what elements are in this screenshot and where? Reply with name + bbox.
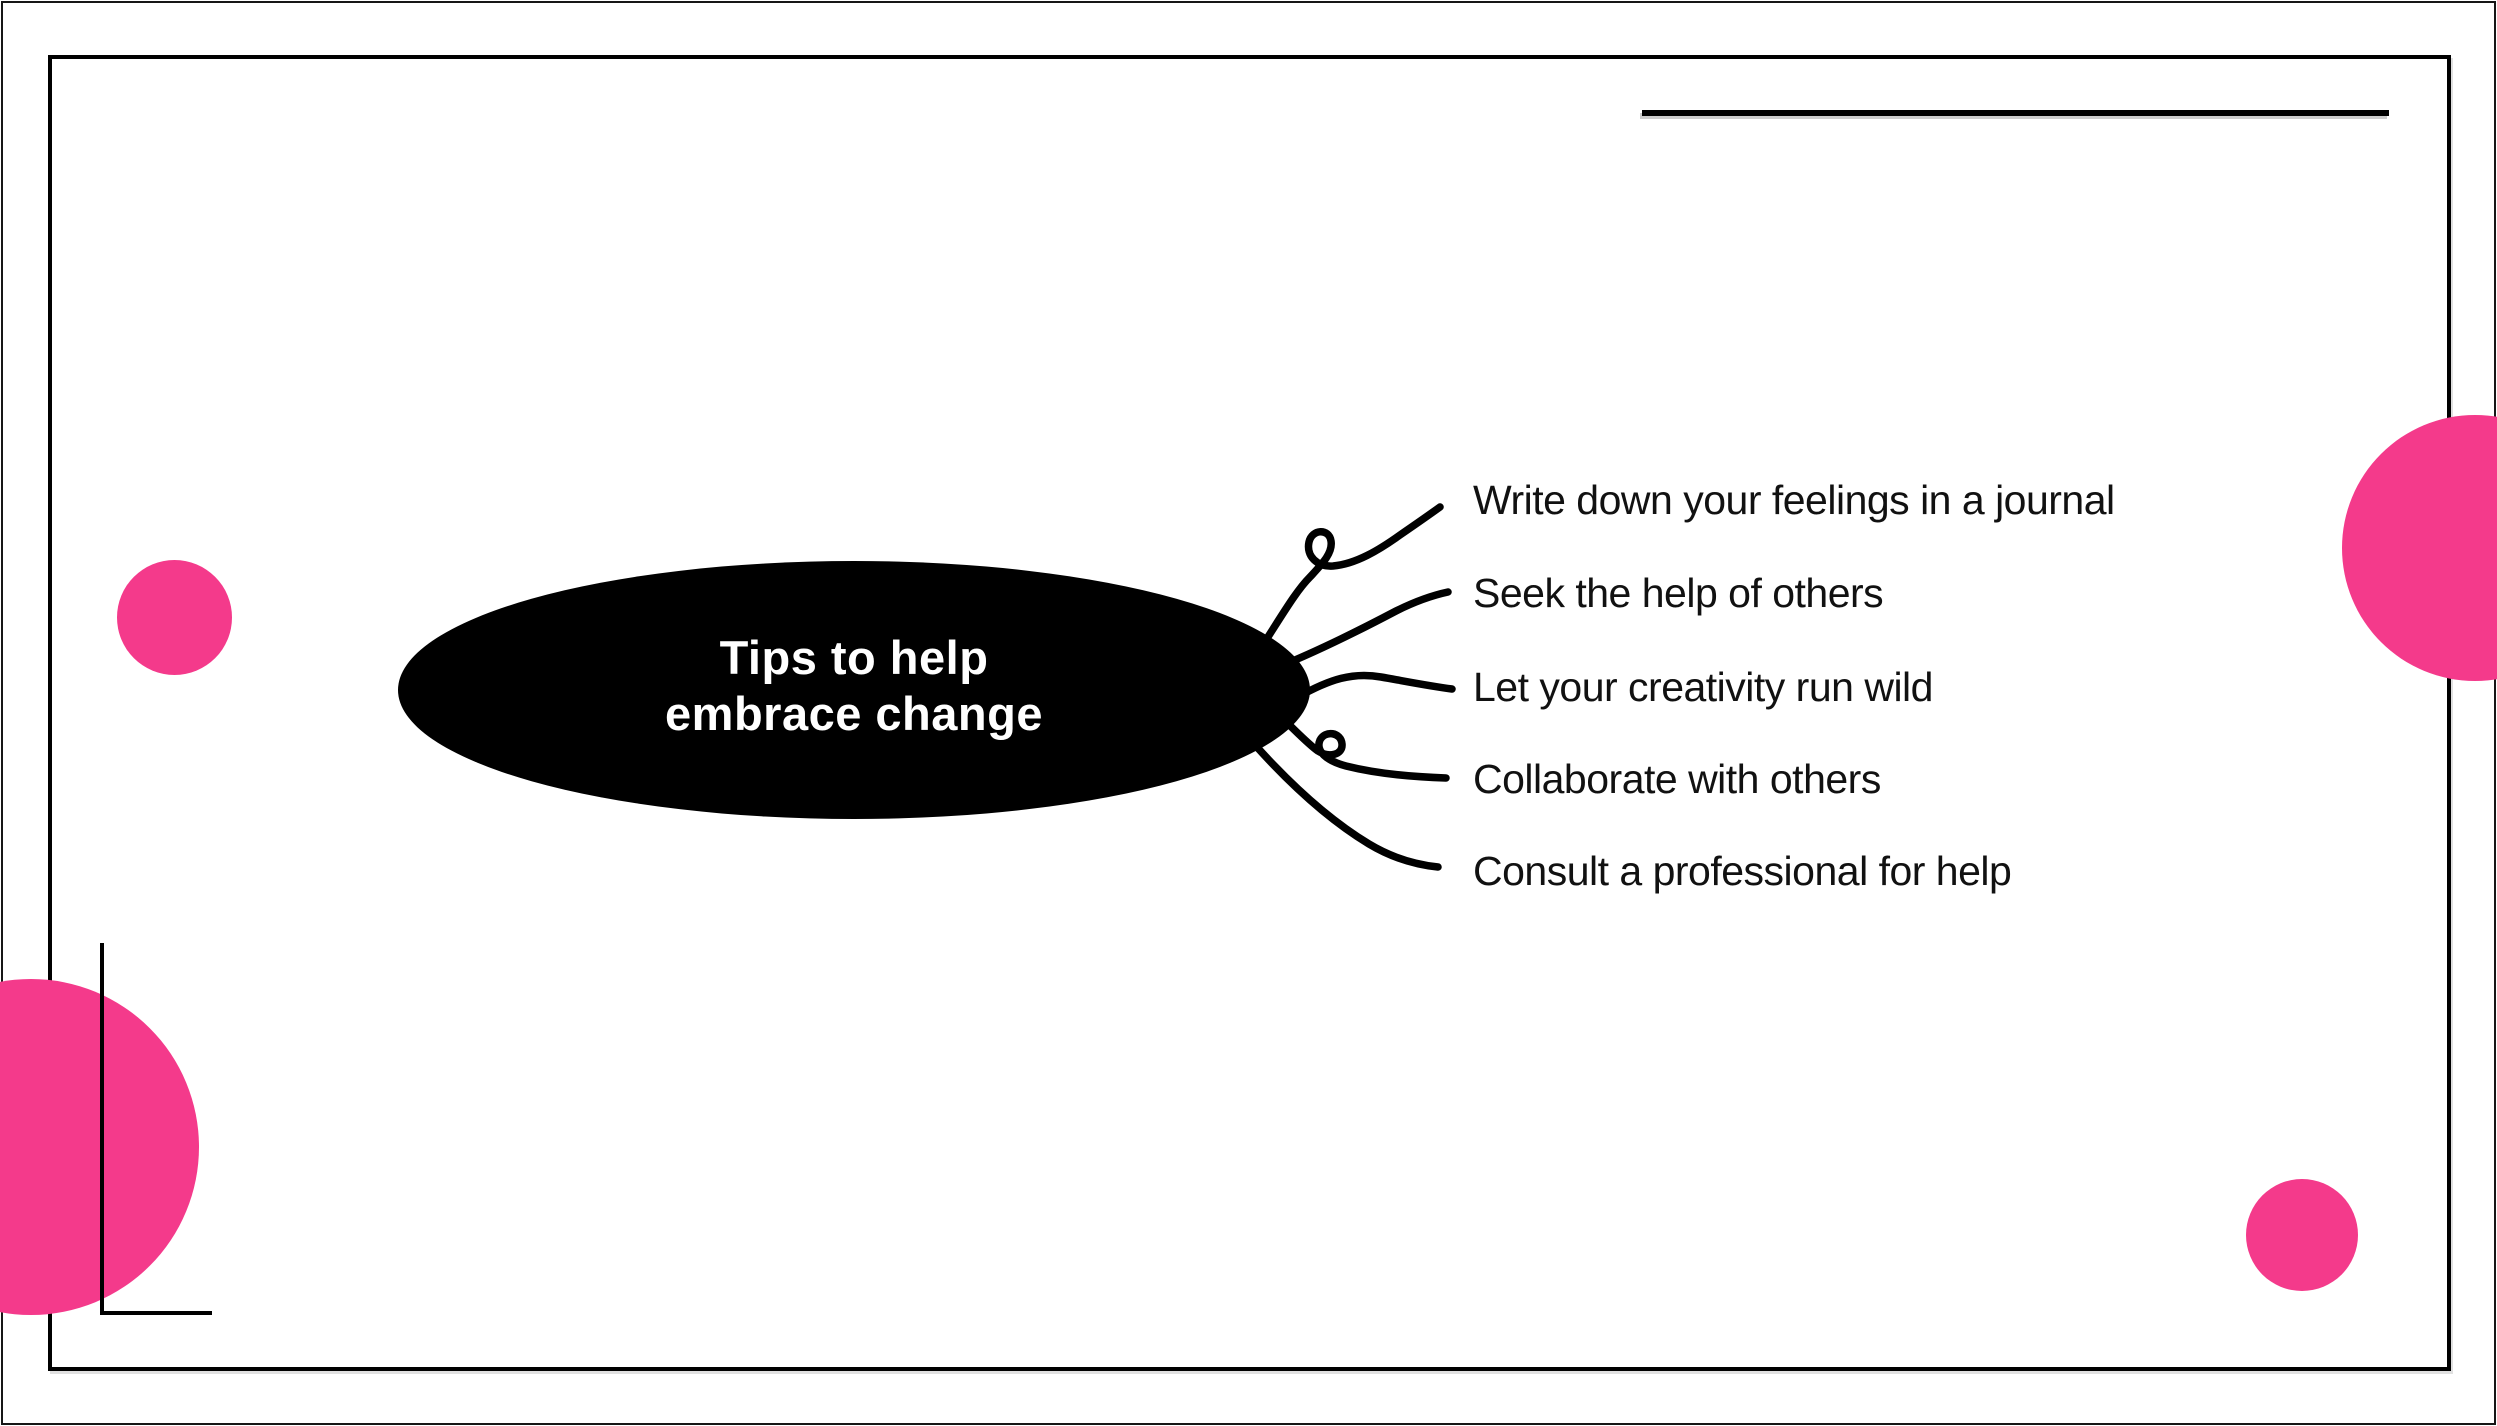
central-topic-label[interactable]: Tips to help embrace change xyxy=(554,630,1154,742)
corner-l-line-horizontal xyxy=(100,1311,212,1315)
central-topic-line2: embrace change xyxy=(665,687,1043,740)
central-topic-line1: Tips to help xyxy=(719,631,989,684)
branch-label-1[interactable]: Write down your feelings in a journal xyxy=(1473,477,2115,523)
branch-curve-1 xyxy=(1262,503,1444,644)
inner-frame-border xyxy=(48,55,2451,1371)
branch-label-5[interactable]: Consult a professional for help xyxy=(1473,848,2012,894)
branch-curve-5 xyxy=(1252,742,1442,871)
branch-curve-4 xyxy=(1276,712,1450,782)
pink-circle-bottom-right xyxy=(2246,1179,2358,1291)
branch-curve-3 xyxy=(1294,671,1456,701)
branch-label-2[interactable]: Seek the help of others xyxy=(1473,570,1884,616)
pink-circle-left xyxy=(117,560,232,675)
branch-label-3[interactable]: Let your creativity run wild xyxy=(1473,664,1933,710)
corner-l-line-vertical xyxy=(100,943,104,1315)
central-topic-ellipse[interactable] xyxy=(398,561,1310,819)
branch-curve-2 xyxy=(1272,588,1452,672)
branch-label-4[interactable]: Collaborate with others xyxy=(1473,756,1881,802)
top-right-rule xyxy=(1642,110,2389,116)
